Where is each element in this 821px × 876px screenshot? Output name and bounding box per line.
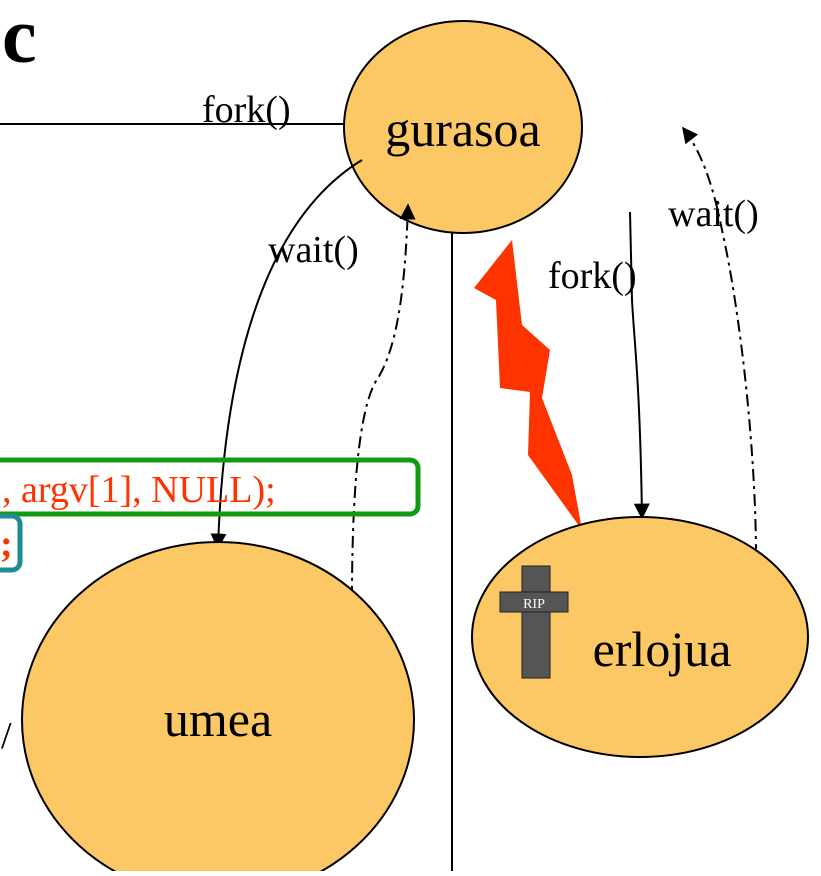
fork-arrow-to-clock xyxy=(629,211,650,520)
title-fragment: c xyxy=(2,0,37,79)
tombstone-cross-icon: RIP xyxy=(499,565,569,679)
fork-arrow-to-child xyxy=(210,159,363,550)
wait-arrow-from-child xyxy=(351,203,416,599)
teal-code-fragment: ; xyxy=(0,523,13,565)
child-node-label: umea xyxy=(164,691,272,747)
exec-code-box xyxy=(0,457,421,517)
teal-code-box xyxy=(0,513,23,573)
wait-label-right: wait() xyxy=(668,193,759,235)
wait-arrow-from-clock xyxy=(682,126,757,557)
wait-label-left: wait() xyxy=(268,229,359,271)
child-node xyxy=(21,541,415,876)
tombstone-rip-text: RIP xyxy=(523,597,545,612)
code-slash-fragment: / xyxy=(1,715,12,757)
fork-label-right: fork() xyxy=(548,255,637,297)
parent-node-label: gurasoa xyxy=(385,101,541,157)
parent-node xyxy=(343,20,583,234)
fork-label-top: fork() xyxy=(202,89,291,131)
clock-node-label: erlojua xyxy=(593,621,732,677)
clock-node xyxy=(471,516,809,758)
exec-code-line: , argv[1], NULL); xyxy=(2,469,276,511)
lightning-bolt-icon xyxy=(474,240,582,530)
